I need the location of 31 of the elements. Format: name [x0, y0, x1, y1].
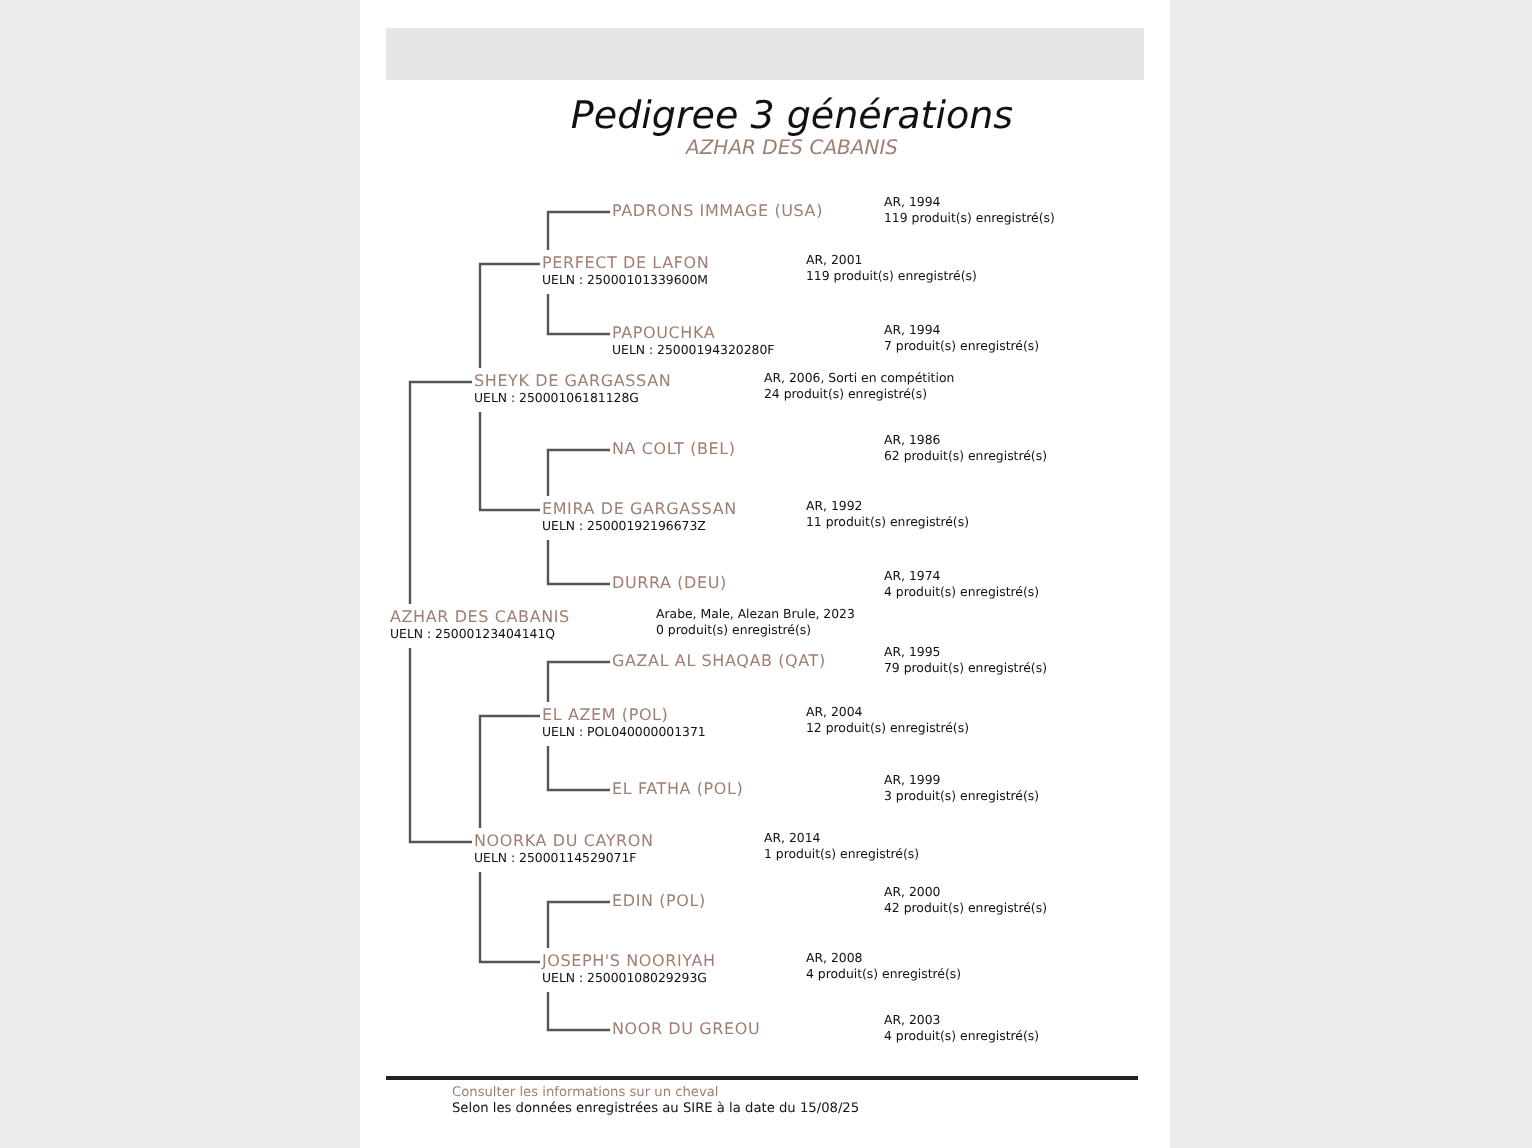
horse-name: EL FATHA (POL): [612, 780, 744, 800]
horse-name: GAZAL AL SHAQAB (QAT): [612, 652, 826, 672]
pedigree-connector: [408, 648, 472, 844]
horse-name: PADRONS IMMAGE (USA): [612, 202, 823, 222]
horse-name: EDIN (POL): [612, 892, 706, 912]
pedigree-connector: [546, 540, 610, 586]
horse-name: AZHAR DES CABANIS: [390, 608, 570, 628]
horse-name: DURRA (DEU): [612, 574, 727, 594]
horse-name: SHEYK DE GARGASSAN: [474, 372, 672, 392]
horse-name: NOOR DU GREOU: [612, 1020, 761, 1040]
horse-name: NOORKA DU CAYRON: [474, 832, 654, 852]
pedigree-connector: [546, 660, 610, 702]
horse-name: PERFECT DE LAFON: [542, 254, 710, 274]
pedigree-connector: [546, 992, 610, 1032]
horse-name: EL AZEM (POL): [542, 706, 671, 726]
pedigree-connector: [546, 294, 610, 336]
pedigree-connector: [546, 448, 610, 496]
pedigree-connector: [478, 262, 540, 368]
page-title: Pedigree 3 générations: [568, 94, 1016, 138]
subtitle: AZHAR DES CABANIS: [683, 138, 901, 160]
horse-name: PAPOUCHKA: [612, 324, 718, 344]
pedigree-connector: [546, 746, 610, 792]
horse-name: EMIRA DE GARGASSAN: [542, 500, 737, 520]
horse-name: JOSEPH'S NOORIYAH: [542, 952, 716, 972]
pedigree-connector: [546, 210, 610, 250]
pedigree-connector: [408, 380, 472, 604]
pedigree-connector: [478, 872, 540, 964]
horse-name: NA COLT (BEL): [612, 440, 736, 460]
pedigree-connector: [478, 714, 540, 828]
pedigree-connector: [546, 900, 610, 948]
pedigree-connector: [478, 412, 540, 512]
